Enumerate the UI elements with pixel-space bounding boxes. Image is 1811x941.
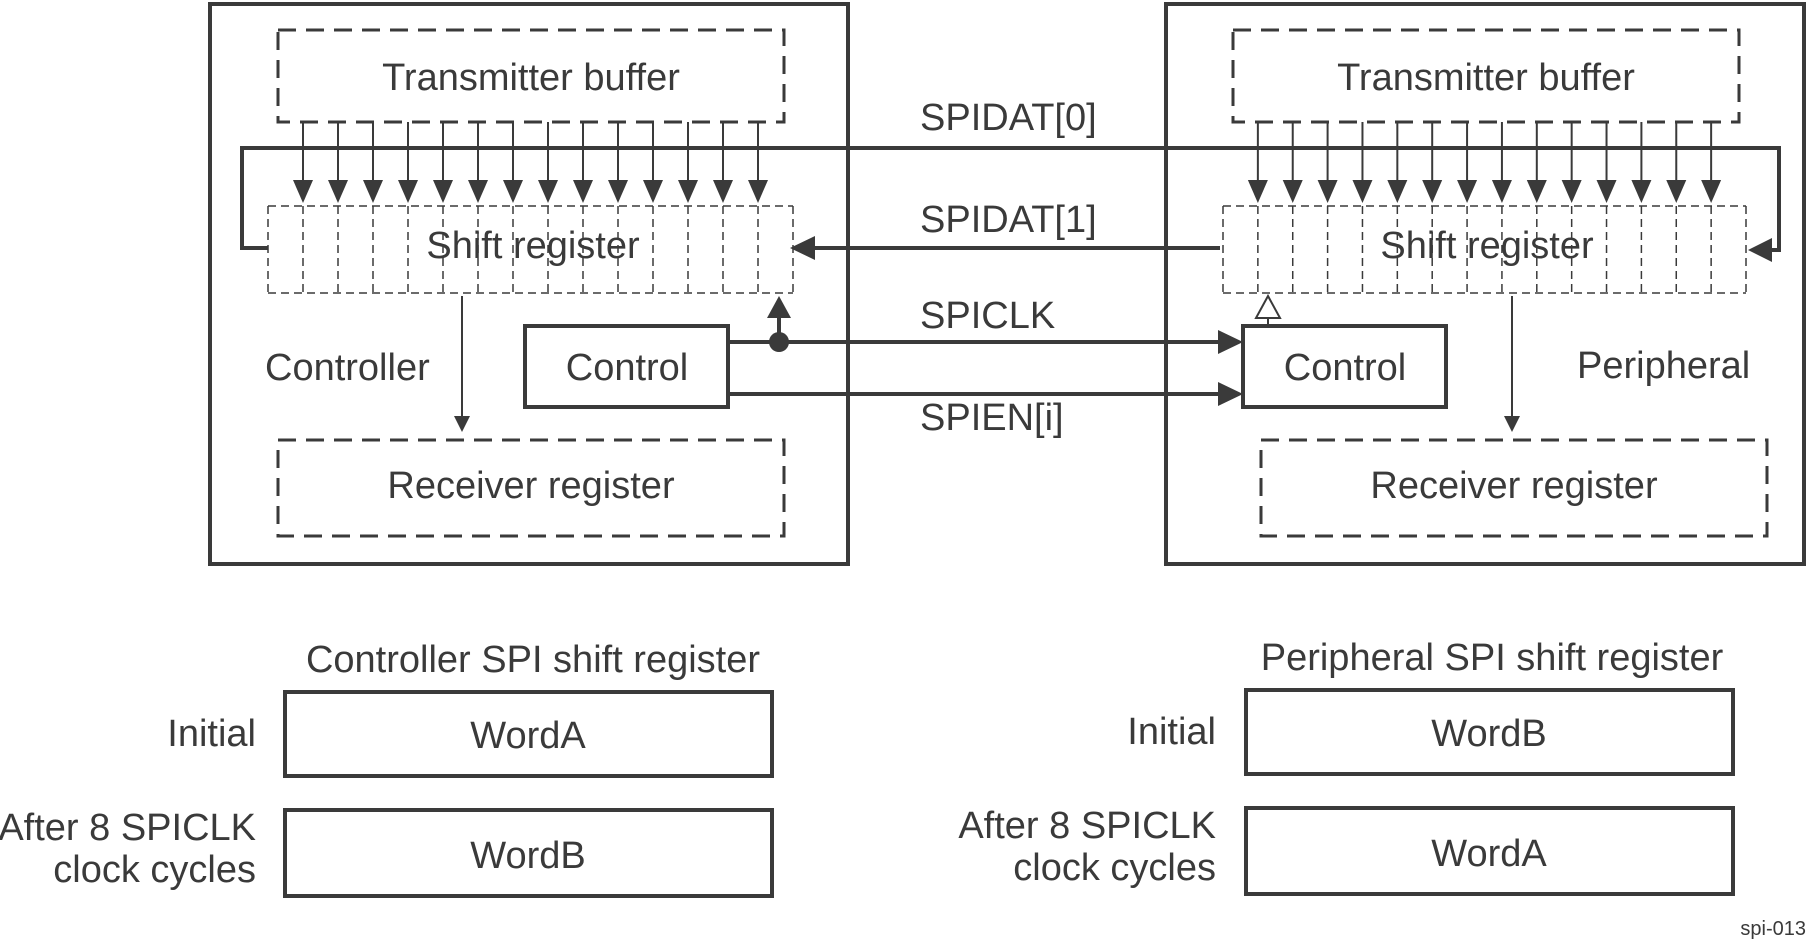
controller-transmitter-buffer-box	[276, 28, 786, 124]
peripheral-parallel-load-arrowhead	[1701, 180, 1722, 203]
controller-table-after-word: WordB	[470, 835, 585, 877]
controller-table-initial-label: Initial	[167, 713, 256, 755]
controller-shift-register-label: Shift register	[426, 225, 640, 267]
peripheral-label: Peripheral	[1577, 345, 1750, 387]
peripheral-parallel-load-arrowhead	[1282, 180, 1303, 203]
controller-parallel-load-arrowhead	[573, 180, 593, 203]
controller-parallel-load-arrowhead	[328, 180, 348, 203]
spiclk-label: SPICLK	[920, 295, 1055, 337]
figure-id: spi-013	[1740, 918, 1806, 940]
spien-label: SPIEN[i]	[920, 397, 1064, 439]
peripheral-parallel-load-arrows	[1247, 122, 1722, 203]
peripheral-parallel-load-arrowhead	[1526, 180, 1547, 203]
controller-table-after-cell	[283, 808, 774, 898]
peripheral-parallel-load-arrowhead	[1387, 180, 1408, 203]
peripheral-table-initial-label: Initial	[1127, 711, 1216, 753]
spidat1-label: SPIDAT[1]	[920, 199, 1097, 241]
controller-parallel-load-arrowhead	[433, 180, 453, 203]
controller-table-after-label-line2: clock cycles	[53, 849, 256, 891]
peripheral-shift-register-box	[1222, 205, 1747, 294]
peripheral-table-initial-cell	[1244, 688, 1735, 776]
controller-table-initial-word: WordA	[470, 715, 586, 757]
controller-parallel-load-arrowhead	[363, 180, 383, 203]
spidat0-label: SPIDAT[0]	[920, 97, 1097, 139]
peripheral-table-after-label-line2: clock cycles	[1013, 847, 1216, 889]
controller-parallel-load-arrowhead	[608, 180, 628, 203]
peripheral-parallel-load-arrowhead	[1352, 180, 1373, 203]
controller-shift-register-box	[267, 205, 794, 294]
controller-table-initial-cell	[283, 690, 774, 778]
controller-parallel-load-arrowhead	[643, 180, 663, 203]
peripheral-transmitter-buffer-label: Transmitter buffer	[1337, 57, 1635, 99]
peripheral-shift-register-label: Shift register	[1380, 225, 1594, 267]
spidat1-arrowhead	[790, 236, 815, 260]
controller-parallel-load-arrowhead	[503, 180, 523, 203]
controller-parallel-load-arrowhead	[713, 180, 733, 203]
peripheral-control-box	[1241, 324, 1448, 409]
spidat0-arrowhead	[1748, 238, 1772, 262]
peripheral-table-after-word: WordA	[1431, 833, 1547, 875]
spien-arrowhead	[1218, 382, 1243, 406]
controller-parallel-load-arrowhead	[538, 180, 558, 203]
controller-control-label: Control	[566, 347, 689, 389]
controller-parallel-load-arrowhead	[678, 180, 698, 203]
peripheral-parallel-load-arrowhead	[1596, 180, 1617, 203]
controller-receiver-register-label: Receiver register	[387, 465, 675, 507]
peripheral-parallel-load-arrowhead	[1422, 180, 1443, 203]
controller-label: Controller	[265, 347, 430, 389]
controller-parallel-load-arrowhead	[398, 180, 418, 203]
controller-receiver-register-box	[276, 438, 786, 538]
peripheral-table-initial-word: WordB	[1431, 713, 1546, 755]
controller-parallel-load-arrowhead	[293, 180, 313, 203]
peripheral-parallel-load-arrowhead	[1317, 180, 1338, 203]
controller-parallel-load-arrowhead	[748, 180, 768, 203]
peripheral-parallel-load-arrowhead	[1561, 180, 1582, 203]
controller-table-after-label-line1: After 8 SPICLK	[0, 807, 256, 849]
peripheral-receiver-register-label: Receiver register	[1370, 465, 1658, 507]
spiclk-controller-tap-arrowhead	[767, 296, 791, 318]
peripheral-table-after-cell	[1244, 806, 1735, 896]
controller-transmitter-buffer-label: Transmitter buffer	[382, 57, 680, 99]
peripheral-receiver-register-box	[1259, 438, 1769, 538]
peripheral-parallel-load-arrowhead	[1666, 180, 1687, 203]
peripheral-outer-box	[1164, 2, 1806, 566]
peripheral-control-label: Control	[1284, 347, 1407, 389]
spidat0-wire	[240, 146, 1781, 252]
controller-control-box	[523, 324, 730, 409]
controller-parallel-load-arrows	[293, 122, 768, 203]
peripheral-parallel-load-arrowhead	[1247, 180, 1268, 203]
peripheral-parallel-load-arrowhead	[1457, 180, 1478, 203]
peripheral-table-after-label-line1: After 8 SPICLK	[958, 805, 1216, 847]
controller-parallel-load-arrowhead	[468, 180, 488, 203]
controller-table-title: Controller SPI shift register	[306, 639, 760, 681]
spiclk-peripheral-tap-arrowhead	[1254, 293, 1282, 319]
peripheral-parallel-load-arrowhead	[1491, 180, 1512, 203]
controller-outer-box	[208, 2, 850, 566]
peripheral-parallel-load-arrowhead	[1631, 180, 1652, 203]
peripheral-transmitter-buffer-box	[1231, 28, 1741, 124]
peripheral-table-title: Peripheral SPI shift register	[1261, 637, 1724, 679]
spiclk-arrowhead	[1218, 330, 1243, 354]
